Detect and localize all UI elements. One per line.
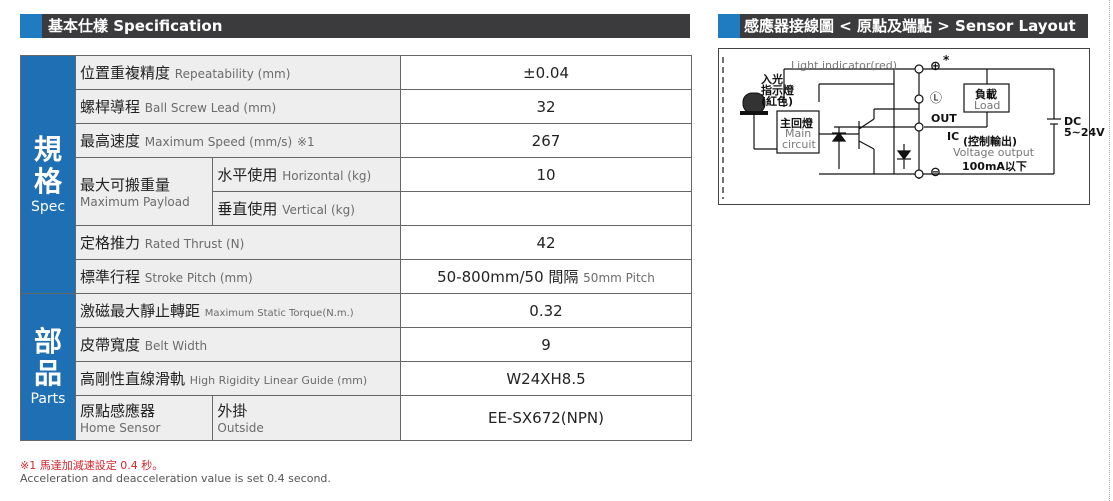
speed-note-mark: ※1 xyxy=(297,135,315,149)
guide-label: 高剛性直線滑軌 High Rigidity Linear Guide (mm) xyxy=(75,361,401,396)
sensor-mount-label: 外掛 Outside xyxy=(212,395,401,441)
plus-terminal: ⊕ xyxy=(930,59,941,74)
table-row: 螺桿導程 Ball Screw Lead (mm) 32 xyxy=(21,89,692,124)
dc-label: DC xyxy=(1064,115,1082,128)
table-row: 垂直使用 Vertical (kg) xyxy=(21,191,692,226)
sensor-label: 原點感應器 Home Sensor xyxy=(74,395,214,441)
payload-label: 最大可搬重量 Maximum Payload xyxy=(74,157,214,226)
indicator-zh-3: (紅色) xyxy=(761,95,794,108)
table-row: 規 格 Spec 位置重複精度 Repeatability (mm) ±0.04 xyxy=(20,55,692,294)
indicator-zh-2: 指示燈 xyxy=(761,84,794,97)
specification-table: 規 格 Spec 位置重複精度 Repeatability (mm) ±0.04… xyxy=(20,55,692,441)
table-row: 最高速度 Maximum Speed (mm/s) ※1 267 xyxy=(21,123,692,158)
minus-terminal: ⊖ xyxy=(930,165,941,180)
payload-horizontal-value: 10 xyxy=(400,157,692,192)
sensor-wiring-diagram: Light indicator(red) 入光 指示燈 (紅色) ⊕ * Ⓛ O… xyxy=(718,48,1105,205)
specification-title: 基本仕樣 Specification xyxy=(48,17,223,35)
belt-label: 皮帶寬度 Belt Width xyxy=(75,327,401,362)
sensor-layout-title: 感應器接線圖 < 原點及端點 > Sensor Layout xyxy=(744,17,1076,35)
table-row: 最大可搬重量 Maximum Payload 水平使用 Horizontal (… xyxy=(21,157,692,226)
sensor-value: EE-SX672(NPN) xyxy=(400,395,692,441)
table-row: 標準行程 Stroke Pitch (mm) 50-800mm/50 間隔 50… xyxy=(21,259,692,294)
voltage-output-label: Voltage output xyxy=(953,146,1035,159)
speed-label: 最高速度 Maximum Speed (mm/s) ※1 xyxy=(75,123,401,158)
group-spec-zh-2: 格 xyxy=(33,164,62,198)
guide-value: W24XH8.5 xyxy=(400,361,692,396)
group-spec-zh-1: 規 xyxy=(33,132,62,166)
lead-label: 螺桿導程 Ball Screw Lead (mm) xyxy=(75,89,401,124)
l-terminal: Ⓛ xyxy=(930,91,943,105)
ic-label: IC xyxy=(947,130,960,143)
table-row: 部 品 Parts 激磁最大靜止轉距 Maximum Static Torque… xyxy=(20,293,692,441)
torque-value: 0.32 xyxy=(400,293,692,328)
header-accent-bar xyxy=(20,14,42,38)
current-label: 100mA以下 xyxy=(962,160,1027,173)
torque-label: 激磁最大靜止轉距 Maximum Static Torque(N.m.) xyxy=(75,293,401,328)
table-row: 高剛性直線滑軌 High Rigidity Linear Guide (mm) … xyxy=(21,361,692,396)
main-circuit-en-1: Main xyxy=(785,127,812,140)
load-zh-label: 負載 xyxy=(975,88,997,101)
payload-vertical-label: 垂直使用 Vertical (kg) xyxy=(212,191,401,226)
payload-horizontal-label: 水平使用 Horizontal (kg) xyxy=(212,157,401,192)
repeatability-label: 位置重複精度 Repeatability (mm) xyxy=(75,55,401,90)
wiring-lines xyxy=(722,57,1061,199)
group-spec: 規 格 Spec xyxy=(20,55,76,294)
dc-range-label: 5~24V xyxy=(1064,126,1105,139)
stroke-label: 標準行程 Stroke Pitch (mm) xyxy=(75,259,401,294)
table-row: 定格推力 Rated Thrust (N) 42 xyxy=(21,225,692,260)
light-indicator-label: Light indicator(red) xyxy=(791,59,897,72)
group-parts-zh-2: 品 xyxy=(33,357,62,390)
star-mark: * xyxy=(943,53,950,67)
group-parts-zh-1: 部 xyxy=(33,325,62,358)
out-label: OUT xyxy=(931,112,957,125)
specification-header: 基本仕樣 Specification xyxy=(20,14,690,38)
main-circuit-en-2: circuit xyxy=(782,138,816,151)
group-parts: 部 品 Parts xyxy=(20,293,76,441)
load-en-label: Load xyxy=(974,99,1001,112)
main-circuit-zh: 主回燈 xyxy=(780,117,813,130)
header-accent-bar xyxy=(718,14,740,38)
table-row: 皮帶寬度 Belt Width 9 xyxy=(21,327,692,362)
footnote-en: Acceleration and deacceleration value is… xyxy=(20,472,331,485)
lead-value: 32 xyxy=(400,89,692,124)
table-row: 原點感應器 Home Sensor 外掛 Outside EE-SX672(NP… xyxy=(21,395,692,441)
indicator-zh-1: 入光 xyxy=(761,73,783,86)
belt-value: 9 xyxy=(400,327,692,362)
repeatability-value: ±0.04 xyxy=(400,55,692,90)
group-spec-en: Spec xyxy=(30,198,66,215)
page-edge-divider xyxy=(1109,0,1113,501)
thrust-value: 42 xyxy=(400,225,692,260)
stroke-value: 50-800mm/50 間隔 50mm Pitch xyxy=(400,259,692,294)
payload-vertical-value xyxy=(400,191,692,226)
thrust-label: 定格推力 Rated Thrust (N) xyxy=(75,225,401,260)
group-parts-en: Parts xyxy=(30,391,66,407)
control-output-label: (控制輸出) xyxy=(963,135,1018,148)
speed-value: 267 xyxy=(400,123,692,158)
footnote-zh: ※1 馬達加減速設定 0.4 秒。 xyxy=(20,459,164,472)
sensor-layout-header: 感應器接線圖 < 原點及端點 > Sensor Layout xyxy=(718,14,1088,38)
